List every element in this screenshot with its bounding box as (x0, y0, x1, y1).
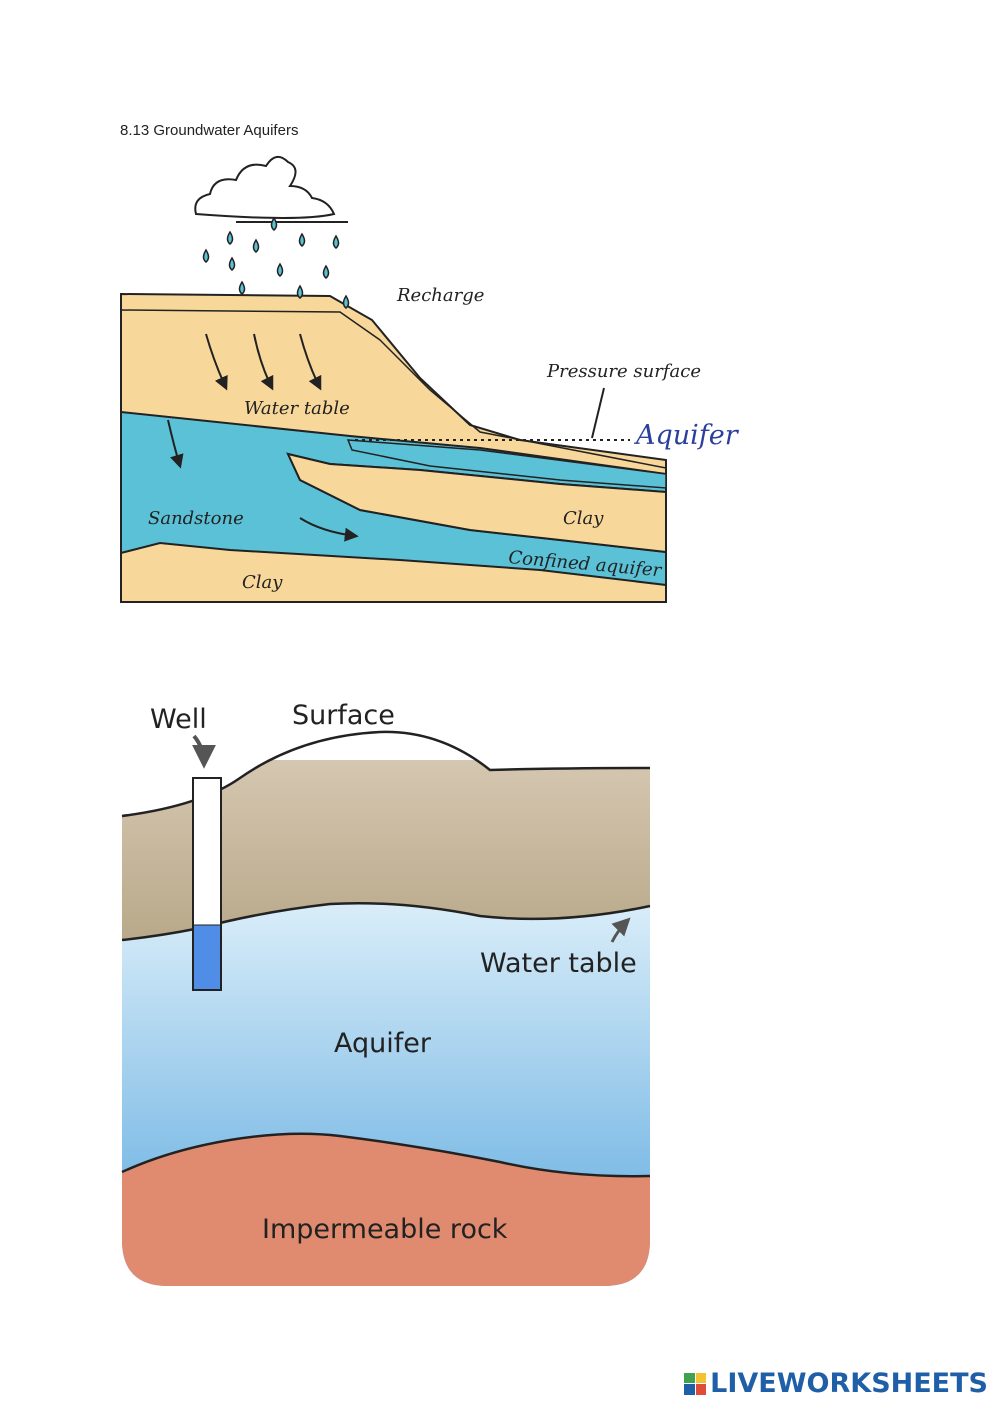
impermeable-rock-layer (122, 1133, 650, 1286)
page-title: 8.13 Groundwater Aquifers (120, 122, 299, 139)
flow-arrow (299, 333, 322, 391)
diagram-well-aquifer: Well Surface Water table Aquifer Imperme… (121, 700, 651, 1286)
label-well: Well (150, 704, 207, 735)
label-surface: Surface (292, 700, 395, 731)
flow-arrow (299, 517, 359, 542)
raindrop-icons (202, 216, 350, 309)
water-table-pointer-arrow (610, 917, 631, 943)
soil-layer (122, 760, 650, 940)
label-sandstone: Sandstone (148, 508, 244, 529)
diagram-groundwater-aquifers: Recharge Pressure surface Aquifer Water … (120, 155, 740, 603)
logo-text: LIVEWORKSHEETS (710, 1368, 988, 1399)
label-clay-upper: Clay (563, 508, 604, 529)
flow-arrow (167, 419, 184, 469)
label-pressure-surface: Pressure surface (546, 361, 701, 382)
label-water-table-top: Water table (244, 398, 350, 419)
logo-mark-icon (684, 1372, 707, 1395)
flow-arrow (205, 333, 228, 391)
label-aquifer: Aquifer (334, 1028, 432, 1059)
clay-lens (286, 452, 667, 554)
liveworksheets-logo: LIVEWORKSHEETS (684, 1368, 988, 1399)
label-recharge: Recharge (396, 285, 484, 306)
flow-arrow (253, 333, 274, 391)
label-water-table: Water table (480, 948, 637, 979)
label-clay-lower: Clay (242, 572, 283, 593)
cloud-icon (194, 155, 336, 219)
label-aquifer-top: Aquifer (633, 420, 740, 451)
label-impermeable-rock: Impermeable rock (262, 1214, 508, 1245)
well-water (194, 925, 220, 989)
well-pointer-arrow (191, 734, 216, 769)
